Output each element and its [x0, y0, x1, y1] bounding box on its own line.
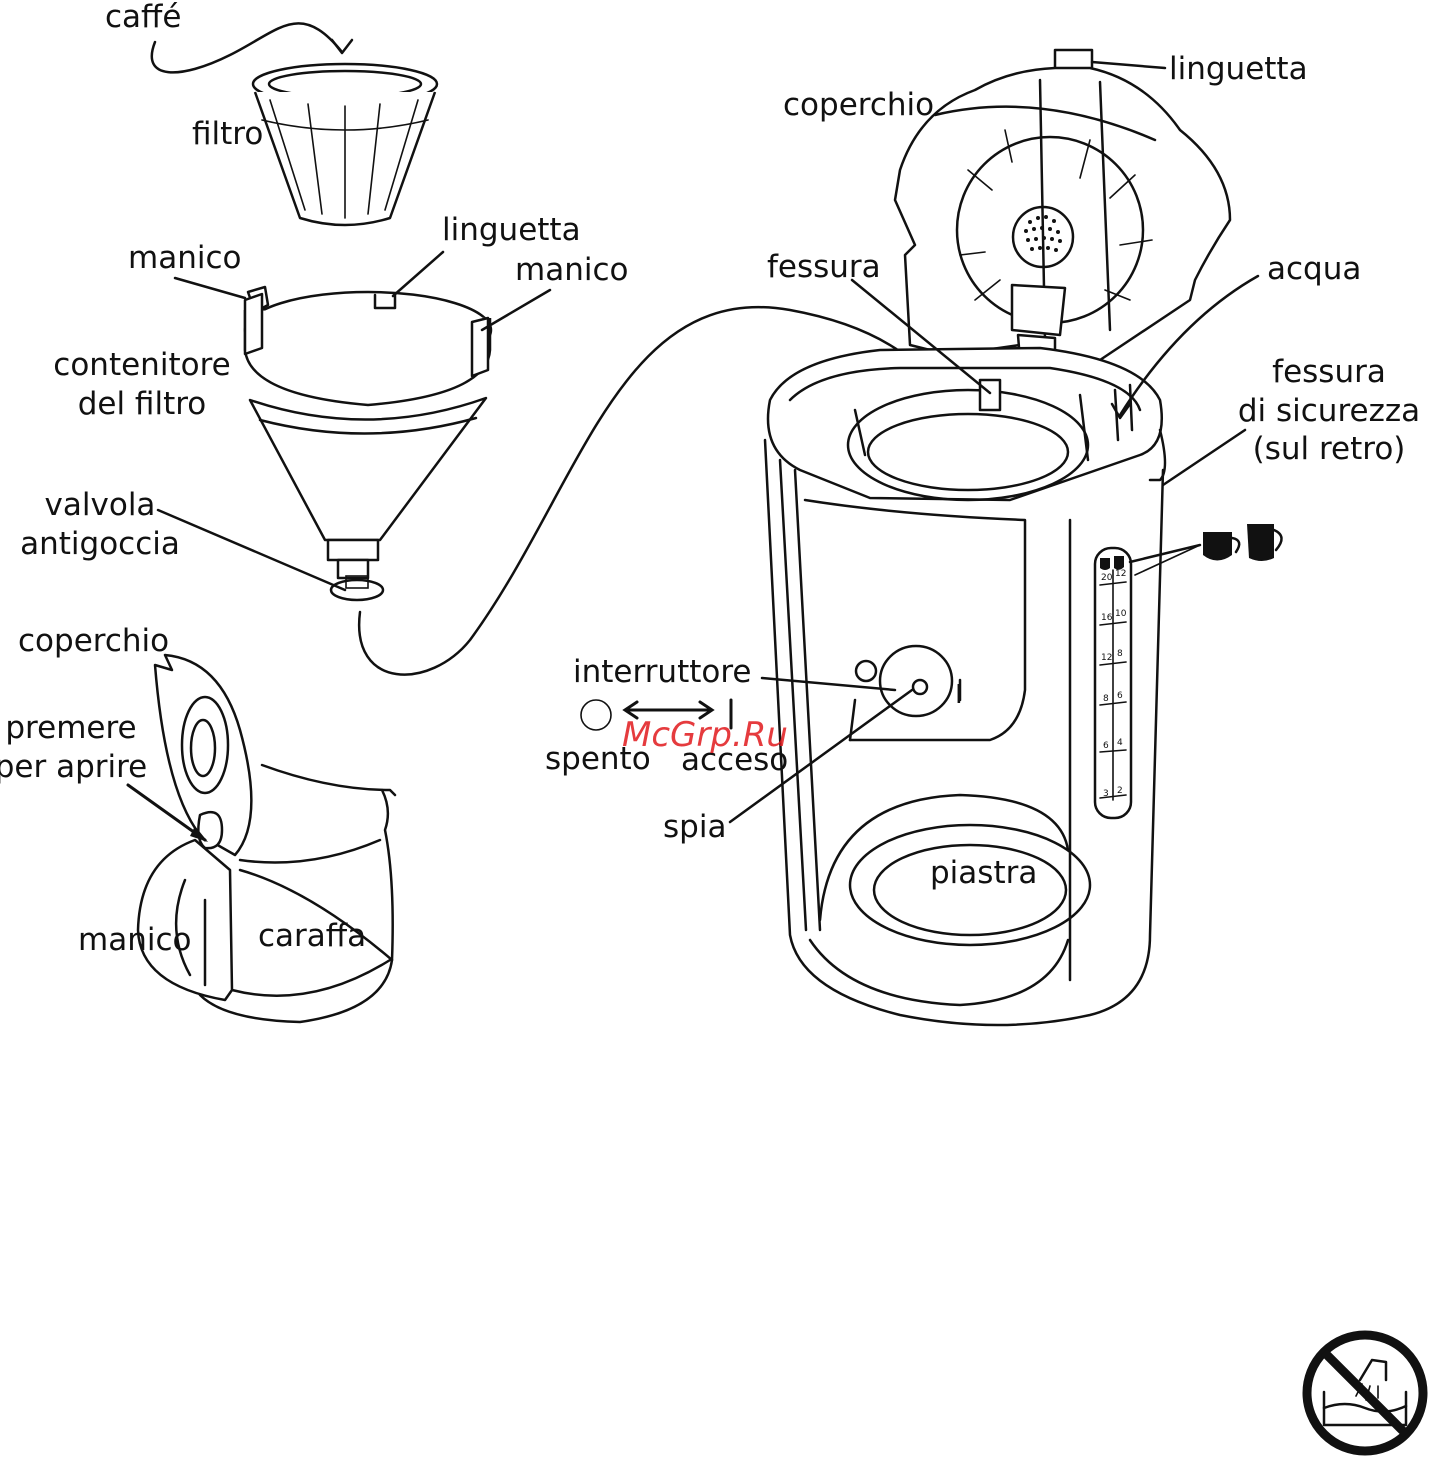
label-valvola: valvola: [45, 487, 156, 523]
water-level-gauge: [1095, 548, 1131, 818]
gauge-left-tick: 8: [1103, 694, 1109, 704]
gauge-left-tick: 20: [1101, 573, 1113, 583]
label-premere: premere: [5, 710, 136, 746]
label-fessura-sicurezza-1: fessura: [1272, 354, 1386, 390]
label-caffe: caffé: [105, 0, 181, 35]
label-del-filtro: del filtro: [78, 386, 207, 422]
mug-icon: [1247, 524, 1282, 561]
label-caraffa: caraffa: [258, 918, 366, 954]
gauge-right-tick: 2: [1117, 786, 1123, 796]
power-switch[interactable]: [856, 646, 960, 716]
gauge-right-tick: 10: [1115, 609, 1127, 619]
gauge-right-tick: 12: [1115, 569, 1126, 579]
gauge-left-tick: 16: [1101, 613, 1113, 623]
label-acqua: acqua: [1267, 251, 1361, 287]
label-manico-right: manico: [515, 252, 628, 288]
label-linguetta-filter: linguetta: [442, 212, 581, 248]
gauge-right-tick: 6: [1117, 691, 1123, 701]
watermark: McGrp.Ru: [622, 715, 788, 755]
label-spia: spia: [663, 809, 726, 845]
label-coperchio-machine: coperchio: [783, 87, 934, 123]
label-fessura-sicurezza-2: di sicurezza: [1238, 393, 1420, 429]
label-filtro: filtro: [192, 116, 263, 152]
carafe: [128, 655, 395, 1022]
label-per-aprire: per aprire: [0, 749, 147, 785]
cup-icon: [1203, 532, 1239, 561]
off-symbol-icon: [581, 700, 611, 730]
no-water-immersion-icon: [1307, 1335, 1423, 1451]
label-piastra: piastra: [930, 855, 1037, 891]
label-switch-on-symbol: I: [955, 680, 963, 710]
gauge-right-tick: 4: [1117, 738, 1123, 748]
label-contenitore: contenitore: [53, 347, 230, 383]
label-antigoccia: antigoccia: [20, 526, 180, 562]
gauge-left-tick: 12: [1101, 653, 1112, 663]
label-interruttore: interruttore: [573, 654, 752, 690]
label-fessura: fessura: [767, 249, 881, 285]
gauge-left-tick: 3: [1103, 789, 1109, 799]
filter-holder: [158, 252, 550, 600]
gauge-right-tick: 8: [1117, 649, 1123, 659]
label-manico-left: manico: [128, 240, 241, 276]
label-linguetta-machine: linguetta: [1169, 51, 1308, 87]
label-manico-carafe: manico: [78, 922, 191, 958]
gauge-left-tick: 6: [1103, 741, 1109, 751]
label-fessura-sicurezza-3: (sul retro): [1253, 431, 1406, 467]
label-coperchio-carafe: coperchio: [18, 623, 169, 659]
